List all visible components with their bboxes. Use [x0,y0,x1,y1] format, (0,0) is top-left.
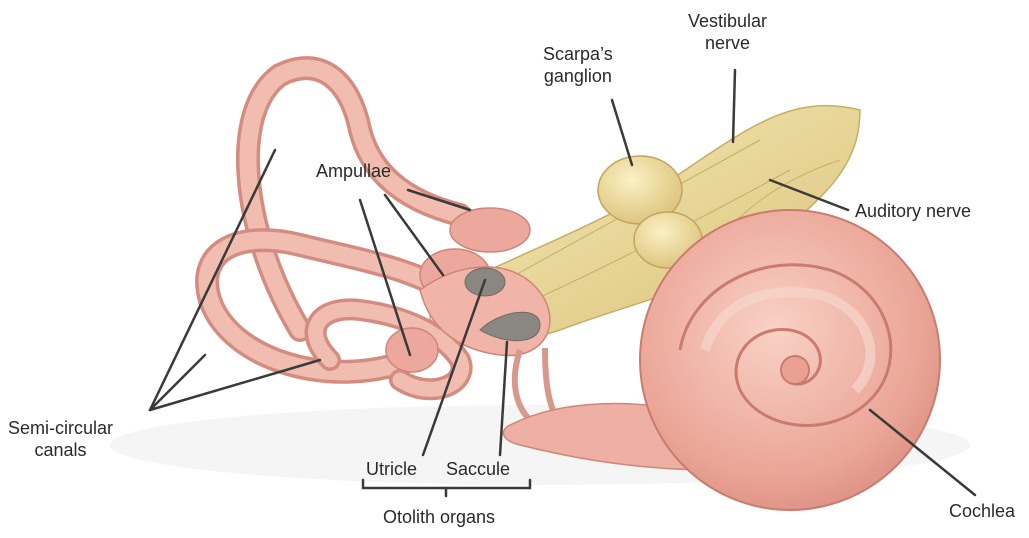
label-cochlea: Cochlea [949,500,1015,522]
leader-vestibular-nerve [733,70,735,142]
label-scarpas-ganglion: Scarpa’s ganglion [543,43,613,87]
label-vestibular-nerve-line-1: Vestibular [688,10,767,32]
label-semicircular-canals-line-2: canals [8,439,113,461]
label-semicircular-canals-line-1: Semi-circular [8,417,113,439]
label-saccule: Saccule [446,458,510,480]
label-otolith-organs: Otolith organs [383,506,495,528]
label-ampullae: Ampullae [316,160,391,182]
vestibule-shape [386,208,550,372]
label-scarpas-ganglion-line-1: Scarpa’s [543,43,613,65]
label-scarpas-ganglion-line-2: ganglion [543,65,613,87]
leader-canal-1 [150,150,275,410]
cochlea-shape [640,210,940,510]
label-vestibular-nerve-line-2: nerve [688,32,767,54]
label-auditory-nerve: Auditory nerve [855,200,971,222]
label-semicircular-canals: Semi-circular canals [8,417,113,461]
label-utricle: Utricle [366,458,417,480]
leader-scarpas-ganglion [612,100,632,165]
label-vestibular-nerve: Vestibular nerve [688,10,767,54]
